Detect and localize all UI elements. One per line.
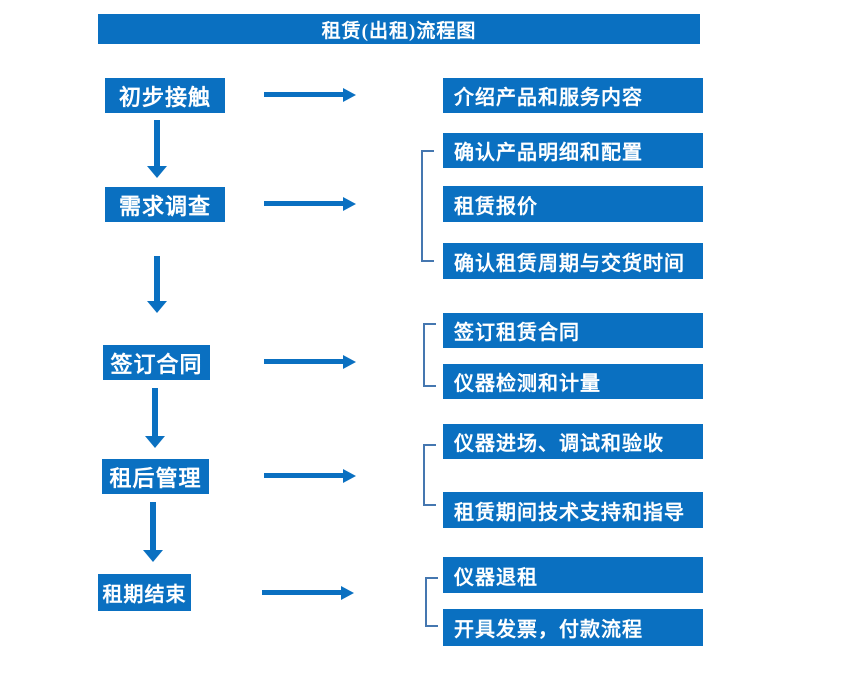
detail-confirm-product-details-config: 确认产品明细和配置 [443,133,703,168]
arrow-right-head [341,586,354,600]
detail-sign-rental-contract: 签订租赁合同 [443,313,703,348]
detail-confirm-rental-period-delivery: 确认租赁周期与交货时间 [443,243,703,279]
arrow-right-4 [264,468,356,484]
arrow-right-head [343,469,356,483]
arrow-down-stem [152,388,158,437]
arrow-down-head [143,550,163,562]
arrow-down-stem [154,256,160,302]
detail-instrument-arrival-acceptance: 仪器进场、调试和验收 [443,424,703,459]
arrow-right-head [343,197,356,211]
arrow-down-2 [147,256,167,313]
step-demand-survey: 需求调查 [105,187,225,222]
bracket-group-post-rental [423,444,436,506]
arrow-right-5 [262,585,354,601]
arrow-down-3 [145,388,165,448]
detail-rental-quote: 租赁报价 [443,186,703,222]
arrow-down-head [145,436,165,448]
arrow-down-stem [154,120,160,167]
step-rental-end: 租期结束 [98,574,191,611]
arrow-right-2 [264,196,356,212]
arrow-down-4 [143,502,163,562]
detail-instrument-return: 仪器退租 [443,557,703,593]
arrow-right-head [343,88,356,102]
arrow-right-head [343,355,356,369]
arrow-right-stem [264,359,344,364]
arrow-right-3 [264,354,356,370]
step-initial-contact: 初步接触 [105,78,225,113]
arrow-right-stem [264,92,344,97]
bracket-group-rental-end [425,577,438,627]
diagram-title: 租赁(出租)流程图 [98,14,700,44]
arrow-down-head [147,166,167,178]
detail-instrument-testing-measurement: 仪器检测和计量 [443,364,703,399]
detail-invoice-payment-process: 开具发票，付款流程 [443,609,703,646]
arrow-right-stem [262,590,342,595]
arrow-down-head [147,301,167,313]
bracket-group-demand-survey [421,150,434,262]
detail-technical-support-guidance: 租赁期间技术支持和指导 [443,492,703,528]
step-sign-contract: 签订合同 [103,345,210,380]
arrow-right-stem [264,201,344,206]
arrow-right-stem [264,473,344,478]
step-post-rental-management: 租后管理 [102,459,209,494]
arrow-right-1 [264,87,356,103]
detail-introduce-products-services: 介绍产品和服务内容 [443,78,703,113]
bracket-group-sign-contract [423,323,436,387]
arrow-down-1 [147,120,167,178]
arrow-down-stem [150,502,156,551]
